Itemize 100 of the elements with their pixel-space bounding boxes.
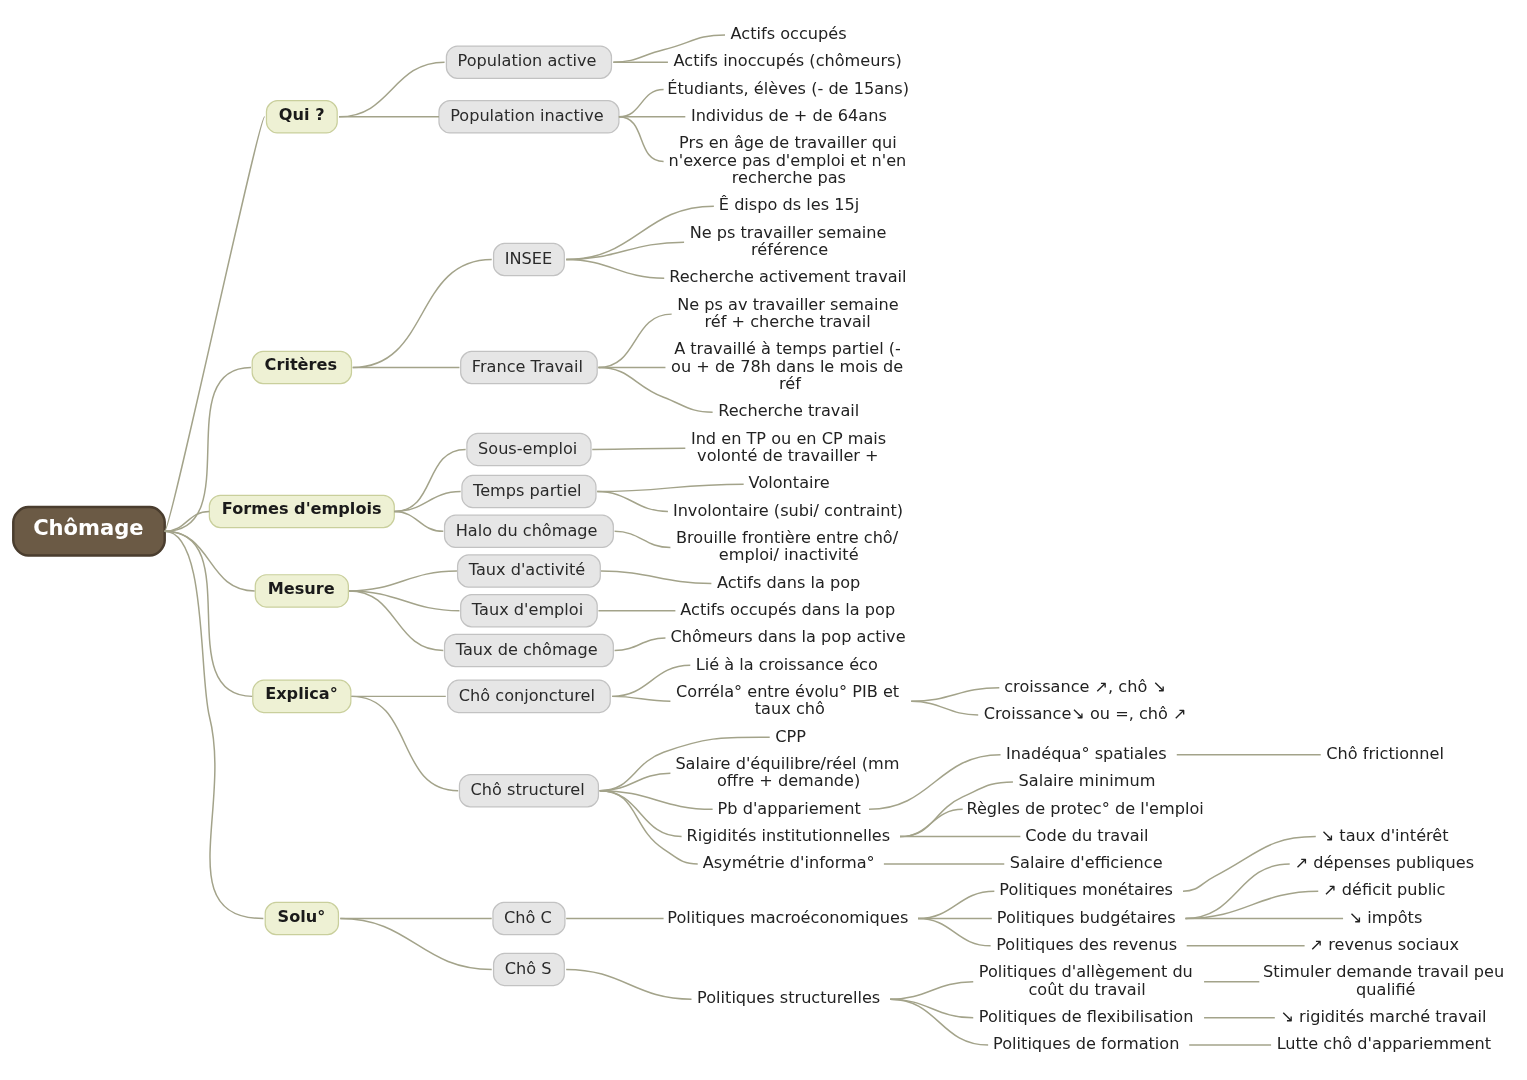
node-box: Chômage — [12, 505, 166, 557]
connector — [600, 570, 713, 585]
connector — [889, 998, 989, 1046]
node-box: Chô S — [492, 952, 565, 987]
node-text: Politiques des revenus — [996, 935, 1178, 955]
node-text: Inadéqua° spatiales — [1006, 743, 1167, 763]
connector — [889, 981, 974, 1000]
connector — [899, 835, 1022, 838]
node-box: Chô C — [492, 901, 566, 936]
connector — [596, 490, 669, 513]
node-text: Prs en âge de travailler qui n'exerce pas d'emploi et n'en recherche pas — [668, 133, 907, 188]
node-box: Sous-emploi — [466, 432, 592, 467]
node-text: Règles de protec° de l'emploi — [966, 798, 1204, 818]
node-box: Chô structurel — [458, 773, 600, 808]
connector — [597, 366, 714, 413]
node-text: ↗ dépenses publiques — [1294, 853, 1475, 873]
node-text: ↘ taux d'intérêt — [1320, 825, 1449, 845]
connector — [565, 258, 665, 279]
node-text: Ne ps travailler semaine référence — [689, 222, 887, 260]
node-box: Temps partiel — [461, 474, 597, 509]
connector — [598, 789, 699, 865]
connector — [1203, 981, 1261, 983]
node-box: Halo du chômage — [443, 514, 614, 549]
connector — [613, 530, 672, 549]
connector — [618, 116, 665, 163]
connector — [163, 116, 266, 533]
node-text: Recherche activement travail — [669, 267, 907, 287]
node-text: ↘ impôts — [1348, 907, 1423, 927]
node-text: Corréla° entre évolu° PIB et taux chô — [676, 681, 900, 719]
node-box: France Travail — [460, 350, 598, 385]
connector — [163, 510, 211, 533]
connector — [338, 116, 440, 118]
node-text: Involontaire (subi/ contraint) — [672, 500, 904, 520]
node-box: Formes d'emplois — [208, 494, 395, 529]
node-text: Individus de + de 64ans — [690, 106, 887, 126]
node-box: Solu° — [264, 901, 340, 936]
node-box: Population inactive — [438, 100, 620, 134]
node-box: Chô conjoncturel — [447, 679, 611, 714]
node-text: Politiques structurelles — [697, 988, 881, 1008]
connector — [1184, 917, 1344, 920]
node-text: Asymétrie d'informa° — [702, 853, 875, 873]
node-text: Ne ps av travailler semaine réf + cherche travail — [677, 294, 899, 332]
node-text: A travaillé à temps partiel (- ou + de 78h dans le mois de réf — [671, 339, 904, 394]
connector — [1185, 945, 1306, 947]
node-text: Chô frictionnel — [1326, 743, 1444, 763]
node-text: Code du travail — [1025, 825, 1149, 845]
node-text: Ind en TP ou en CP mais volonté de travailler + — [690, 428, 887, 466]
connector — [350, 695, 459, 792]
node-text: Actifs dans la pop — [716, 572, 861, 592]
node-text: CPP — [775, 726, 807, 746]
node-text: Politiques monétaires — [999, 880, 1173, 900]
node-text: Chômeurs dans la pop active — [670, 627, 906, 647]
connector — [868, 753, 1002, 811]
connector — [611, 664, 692, 698]
node-text: Recherche travail — [718, 401, 860, 421]
node-box: Mesure — [254, 574, 349, 608]
node-text: Actifs occupés — [730, 24, 847, 44]
connector — [393, 510, 445, 533]
node-text: Salaire d'équilibre/réel (mm offre + demande) — [675, 753, 900, 791]
connector — [910, 686, 1001, 703]
connector — [612, 34, 726, 63]
node-text: Lutte chô d'appariemment — [1276, 1034, 1492, 1054]
node-text: Volontaire — [748, 473, 830, 493]
connector — [565, 917, 665, 920]
node-text: Pb d'appariement — [717, 798, 861, 818]
connector — [883, 863, 1005, 865]
connector — [612, 61, 669, 63]
connector — [163, 366, 252, 533]
connector — [339, 917, 493, 971]
connector — [1182, 835, 1317, 892]
node-text: Brouille frontière entre chô/ emploi/ inactivité — [676, 527, 899, 565]
connector — [393, 448, 467, 513]
connector — [591, 447, 687, 451]
connector — [611, 695, 672, 703]
connector — [597, 610, 677, 612]
node-text: Rigidités institutionnelles — [686, 825, 891, 845]
node-box: Population active — [445, 45, 613, 79]
connector — [348, 590, 445, 652]
connector — [163, 530, 265, 920]
connector — [338, 61, 446, 118]
node-text: Lié à la croissance éco — [695, 654, 878, 674]
connector — [565, 968, 693, 1000]
node-box: Taux d'activité — [456, 554, 601, 588]
connector — [1176, 753, 1322, 756]
node-text: ↗ déficit public — [1323, 880, 1446, 900]
node-box: Critères — [251, 350, 353, 385]
node-box: INSEE — [492, 242, 565, 277]
connector — [1188, 1044, 1272, 1046]
node-text: Politiques macroéconomiques — [667, 907, 909, 927]
node-box: Explica° — [252, 679, 352, 714]
node-text: Politiques d'allègement du coût du travail — [978, 962, 1193, 999]
node-text: Politiques de flexibilisation — [978, 1007, 1194, 1027]
node-text: Actifs occupés dans la pop — [680, 599, 896, 619]
connector — [351, 258, 493, 369]
node-text: Salaire minimum — [1018, 771, 1156, 791]
connector — [910, 700, 979, 716]
node-text: ↗ revenus sociaux — [1309, 935, 1460, 955]
connector — [1203, 1017, 1276, 1019]
node-text: Ê dispo ds les 15j — [718, 195, 860, 215]
node-text: Salaire d'efficience — [1009, 853, 1163, 873]
